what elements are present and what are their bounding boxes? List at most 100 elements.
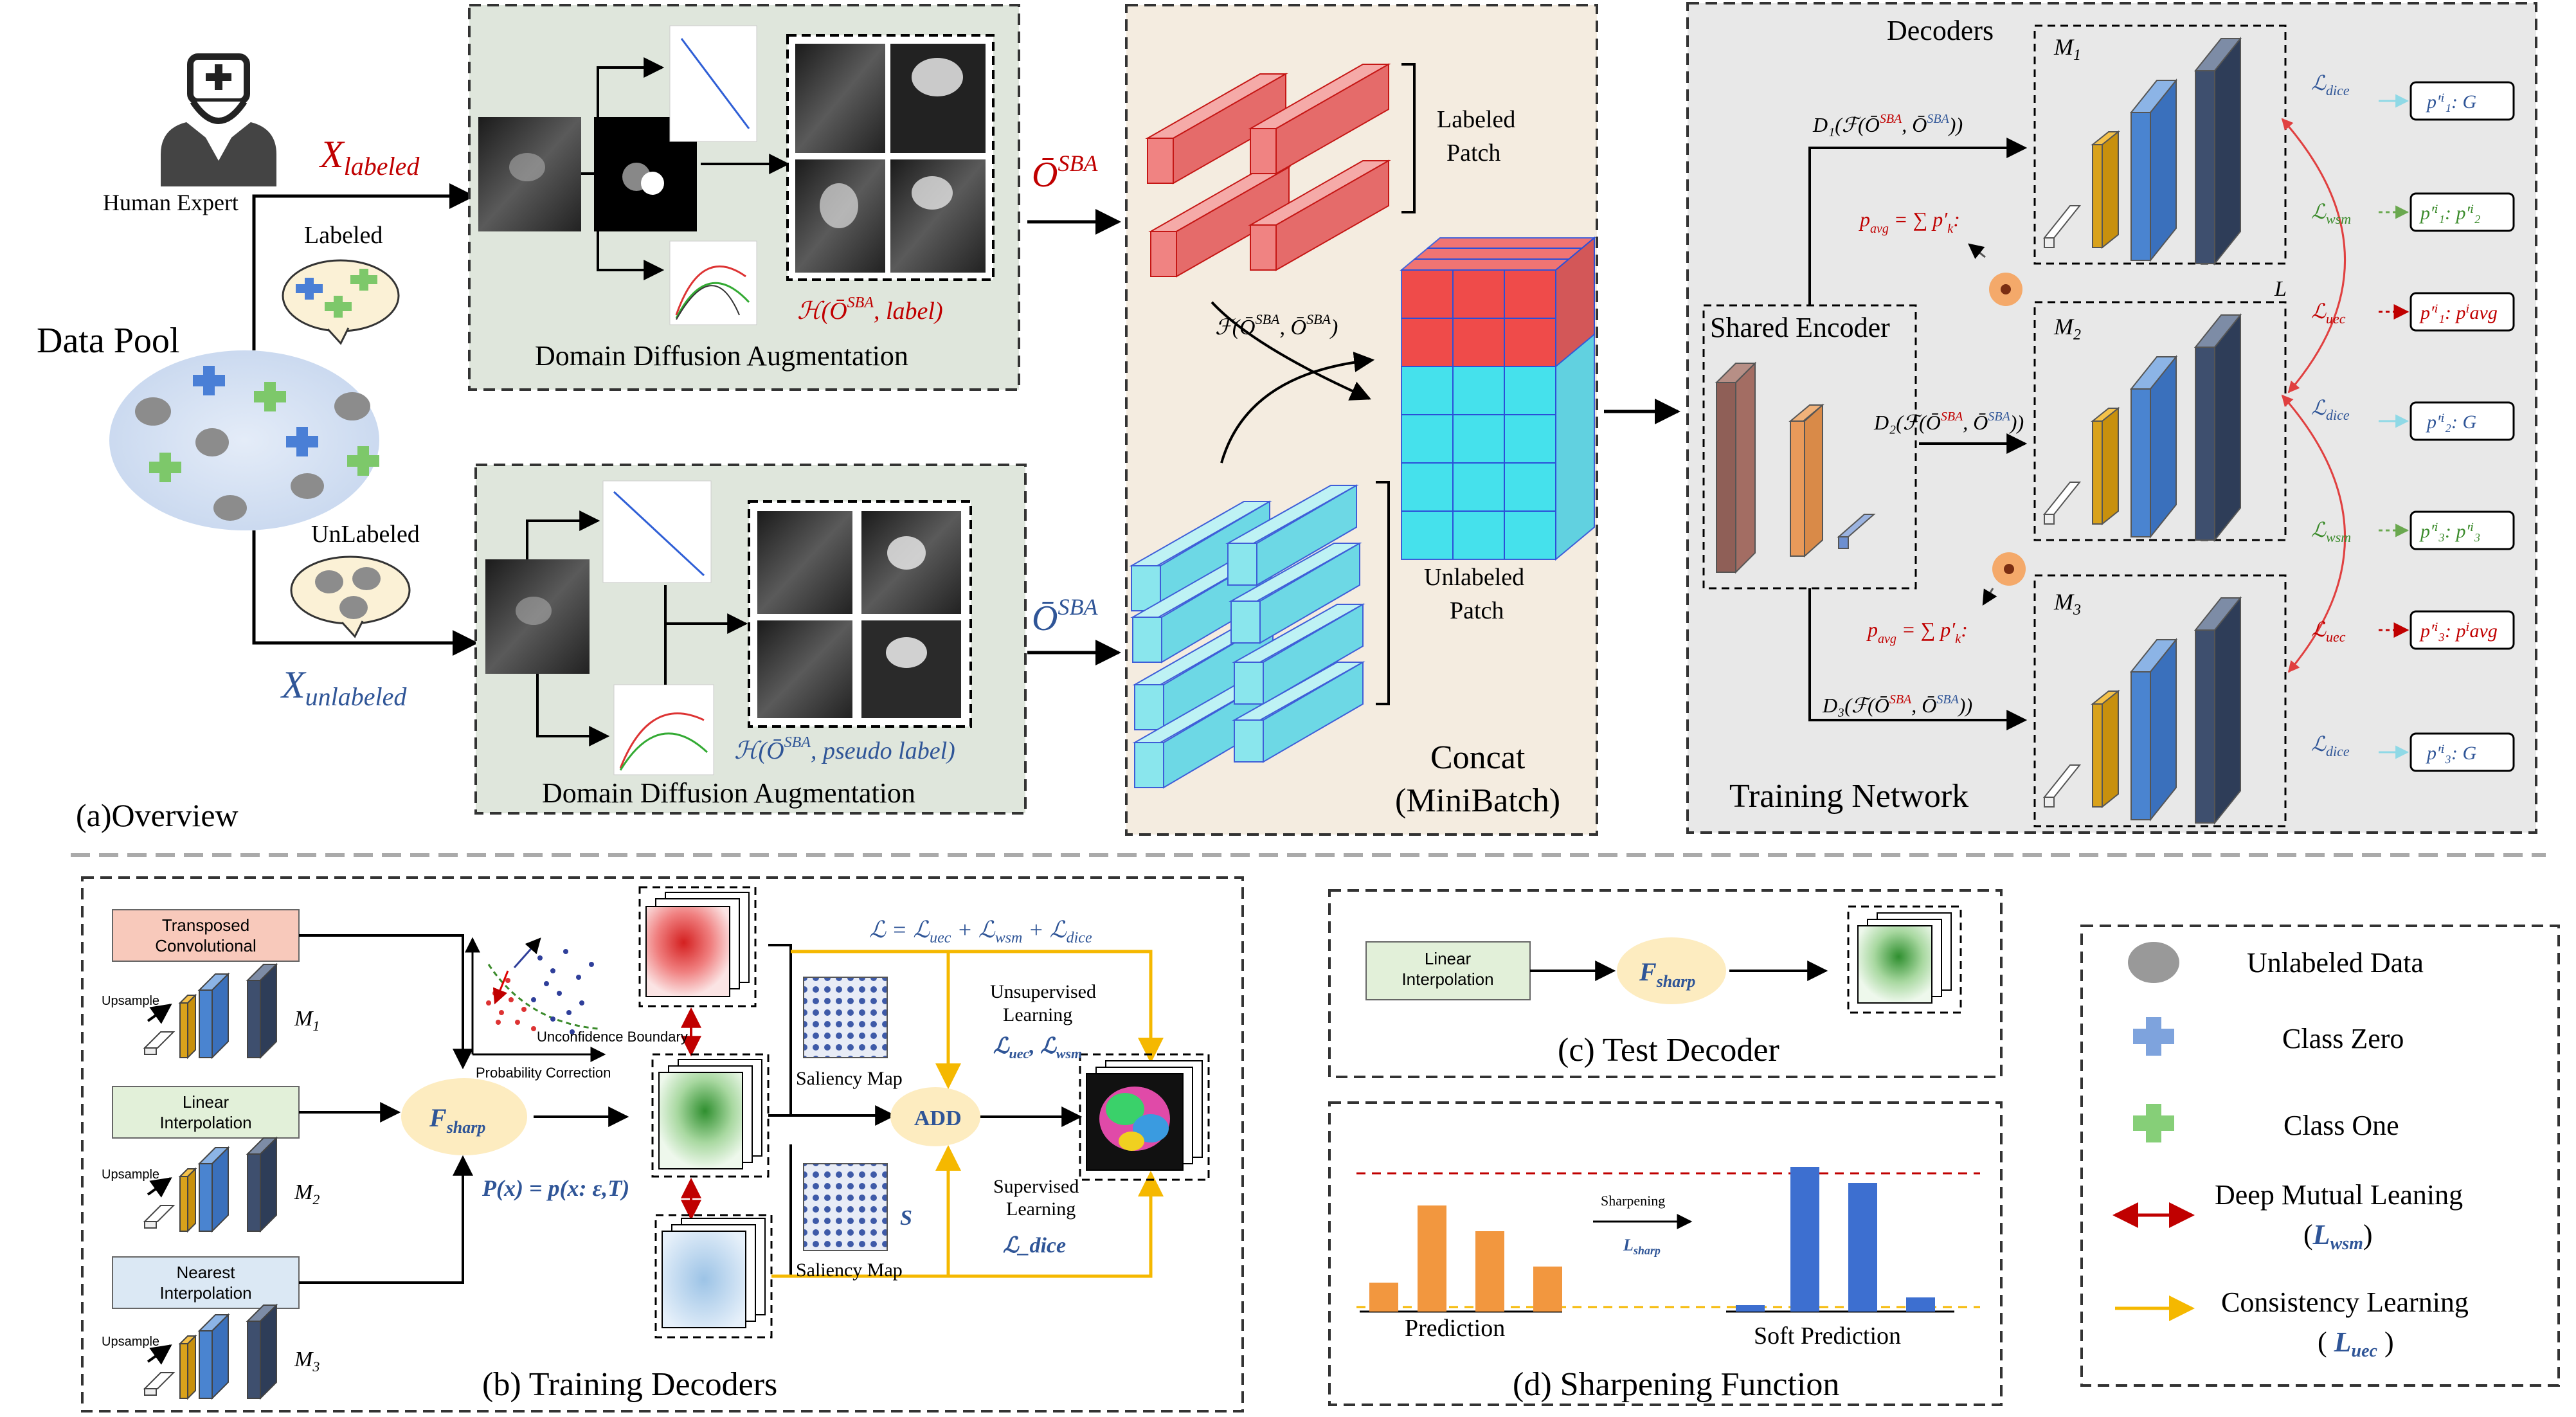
svg-text:p′ⁱ₁: p′ⁱ₂: p′ⁱ₁: p′ⁱ₂ — [2419, 203, 2481, 224]
soft-bars-bar-2 — [1790, 1167, 1819, 1312]
probability-correction-label: Probability Correction — [476, 1065, 611, 1081]
test-linear-label-2: Interpolation — [1401, 970, 1493, 989]
s-label: S — [900, 1206, 912, 1230]
human-expert-label: Human Expert — [103, 190, 239, 215]
prediction-label: Prediction — [1405, 1315, 1505, 1342]
total-loss-formula: ℒ = ℒuec + ℒwsm + ℒdice — [869, 917, 1092, 946]
legend-unlabeled-icon — [2128, 942, 2179, 983]
mini-decoder-3 — [143, 1303, 278, 1400]
m3-label: M3 — [2053, 589, 2081, 618]
output-box-labels: p′ⁱ₁: G p′ⁱ₁: p′ⁱ₂ p′ⁱ₁: pⁱavg p′ⁱ₂: G p… — [2419, 91, 2498, 764]
m2-label: M2 — [2053, 314, 2081, 343]
soft-bars-bar-3 — [1848, 1183, 1877, 1312]
labeled-bubble — [282, 259, 400, 345]
svg-text:M1: M1 — [294, 1007, 320, 1034]
unlabeled-bubble — [290, 555, 411, 638]
d3-label: D₃(ℱ(ŌSBA, ŌSBA)) — [1822, 692, 1972, 717]
d2-label: D₂(ℱ(ŌSBA, ŌSBA)) — [1873, 410, 2024, 434]
svg-text:ℒuec: ℒuec — [2311, 618, 2346, 645]
output-box-1 — [2409, 81, 2515, 121]
dda-panel-bottom — [474, 464, 1027, 815]
o-sba-bottom-label: ŌSBA — [1032, 594, 1098, 638]
svg-text:Upsample: Upsample — [102, 1335, 159, 1349]
output-box-5 — [2409, 510, 2515, 550]
svg-text:p′ⁱ₃: pⁱavg: p′ⁱ₃: pⁱavg — [2419, 620, 2498, 642]
probability-scatter-plot — [465, 937, 606, 1062]
output-box-7 — [2409, 732, 2515, 772]
f-sharp-label: Fsharp — [429, 1103, 485, 1137]
human-expert-icon — [161, 53, 276, 186]
decoder-stack-2 — [2042, 313, 2242, 542]
data-pool-label: Data Pool — [37, 321, 179, 361]
concat-title: Concat — [1430, 739, 1526, 776]
svg-text:Linear: Linear — [183, 1092, 230, 1112]
green-prob-maps — [651, 1053, 770, 1178]
svg-text:Interpolation: Interpolation — [159, 1283, 251, 1303]
svg-text:p′ⁱ₃: G: p′ⁱ₃: G — [2426, 743, 2477, 764]
labeled-patch-label-1: Labeled — [1437, 106, 1515, 133]
svg-text:Convolutional: Convolutional — [155, 936, 257, 955]
legend-cl-loss: ( Luec ) — [2318, 1326, 2394, 1361]
legend-unlabeled-label: Unlabeled Data — [2247, 947, 2424, 979]
legend-class-zero-icon — [2133, 1017, 2174, 1056]
x-unlabeled-label: Xunlabeled — [280, 663, 407, 711]
unlabeled-caption: UnLabeled — [311, 521, 420, 548]
legend-class-zero-label: Class Zero — [2282, 1023, 2404, 1054]
pred-bars-bar-1 — [1369, 1283, 1398, 1312]
pred-bars-bar-3 — [1475, 1231, 1504, 1312]
svg-text:p′ⁱ₂: G: p′ⁱ₂: G — [2426, 411, 2477, 433]
shared-encoder-title: Shared Encoder — [1710, 312, 1890, 343]
sharpening-caption: (d) Sharpening Function — [1513, 1366, 1839, 1403]
saliency-map-bottom-label: Saliency Map — [796, 1259, 903, 1281]
svg-text:ℒdice: ℒdice — [2311, 71, 2350, 98]
data-pool-ellipse — [109, 350, 379, 530]
svg-text:ℒdice: ℒdice — [2311, 732, 2350, 759]
add-label: ADD — [914, 1106, 962, 1130]
svg-text:Upsample: Upsample — [102, 994, 159, 1008]
output-box-6 — [2409, 610, 2515, 650]
segmentation-output-maps — [1079, 1053, 1210, 1181]
decoder-stack-1 — [2042, 37, 2242, 266]
legend-dml-loss: (Lwsm) — [2303, 1219, 2373, 1254]
svg-text:Interpolation: Interpolation — [159, 1113, 251, 1132]
svg-text:M2: M2 — [294, 1180, 320, 1207]
training-network-panel — [1686, 2, 2537, 834]
output-box-4 — [2409, 401, 2515, 441]
svg-text:M3: M3 — [294, 1348, 320, 1375]
saliency-map-bottom — [803, 1163, 888, 1251]
upsample-labels: Upsample Upsample Upsample — [102, 994, 159, 1349]
soft-bars-bar-1 — [1736, 1305, 1765, 1312]
labeled-patch-label-2: Patch — [1446, 140, 1500, 167]
test-decoder-panel — [1328, 889, 2003, 1078]
svg-text:Nearest: Nearest — [176, 1263, 235, 1282]
output-box-2 — [2409, 192, 2515, 232]
labeled-caption: Labeled — [304, 222, 383, 249]
unlabeled-patch-label-2: Patch — [1450, 597, 1504, 624]
pred-bars-bar-4 — [1533, 1267, 1562, 1312]
supervised-loss: ℒ_dice — [1003, 1234, 1066, 1258]
p-avg-bottom: pavg = ∑ p′k: — [1866, 618, 1968, 646]
decoder-stack-3 — [2042, 596, 2242, 825]
svg-text:Upsample: Upsample — [102, 1168, 159, 1182]
unlabeled-patch-bars — [1129, 484, 1365, 789]
mini-decoder-2 — [143, 1136, 278, 1233]
svg-text:ℒwsm: ℒwsm — [2311, 200, 2351, 227]
add-node — [890, 1087, 980, 1146]
unsupervised-loss: ℒuec, ℒwsm — [993, 1034, 1082, 1061]
supervised-label-1: Supervised — [993, 1176, 1079, 1197]
output-box-3 — [2409, 292, 2515, 332]
svg-text:p′ⁱ₃: p′ⁱ₃: p′ⁱ₃: p′ⁱ₃ — [2419, 521, 2481, 542]
supervised-label-2: Learning — [1006, 1198, 1076, 1220]
decoder-method-labels: Transposed Convolutional Linear Interpol… — [155, 916, 257, 1303]
overview-caption: (a)Overview — [76, 797, 239, 833]
mini-decoder-labels: M1 M2 M3 — [294, 1007, 320, 1375]
saliency-map-top-label: Saliency Map — [796, 1068, 903, 1089]
h-label-top: ℋ(ŌSBA, label) — [797, 294, 943, 325]
l-sharp-label: Lsharp — [1623, 1236, 1661, 1257]
concat-subtitle: (MiniBatch) — [1395, 782, 1560, 819]
concat-minibatch-block — [1400, 236, 1596, 561]
labeled-patch-bars — [1145, 63, 1391, 278]
saliency-map-top — [803, 977, 888, 1058]
dda-top-title: Domain Diffusion Augmentation — [535, 340, 908, 372]
soft-prediction-label: Soft Prediction — [1754, 1322, 1901, 1349]
